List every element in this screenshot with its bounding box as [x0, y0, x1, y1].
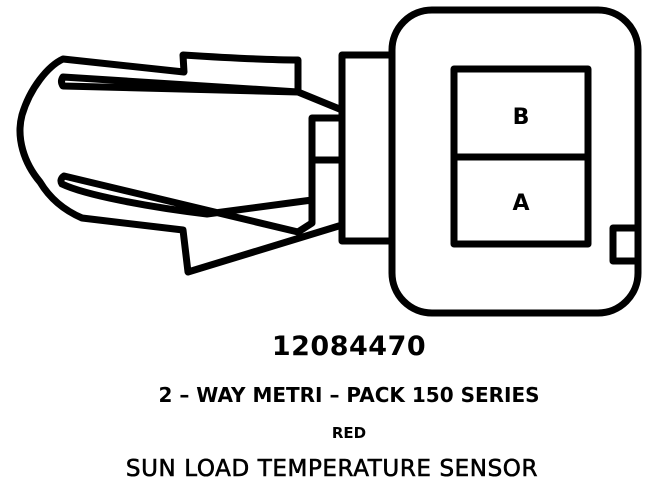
- cavity-label-a: A: [512, 191, 529, 216]
- component-name: SUN LOAD TEMPERATURE SENSOR: [125, 456, 539, 483]
- clip-stem: [338, 51, 396, 245]
- cavity-label-b: B: [513, 105, 530, 130]
- connector-housing: [388, 6, 642, 317]
- retainer-clip-outline: [16, 51, 346, 276]
- part-number: 12084470: [271, 331, 427, 362]
- connector-color-label: RED: [331, 424, 367, 442]
- connector-series-label: 2 – WAY METRI – PACK 150 SERIES: [158, 383, 540, 407]
- connector-diagram: B A: [16, 6, 642, 317]
- lock-tab: [609, 224, 642, 265]
